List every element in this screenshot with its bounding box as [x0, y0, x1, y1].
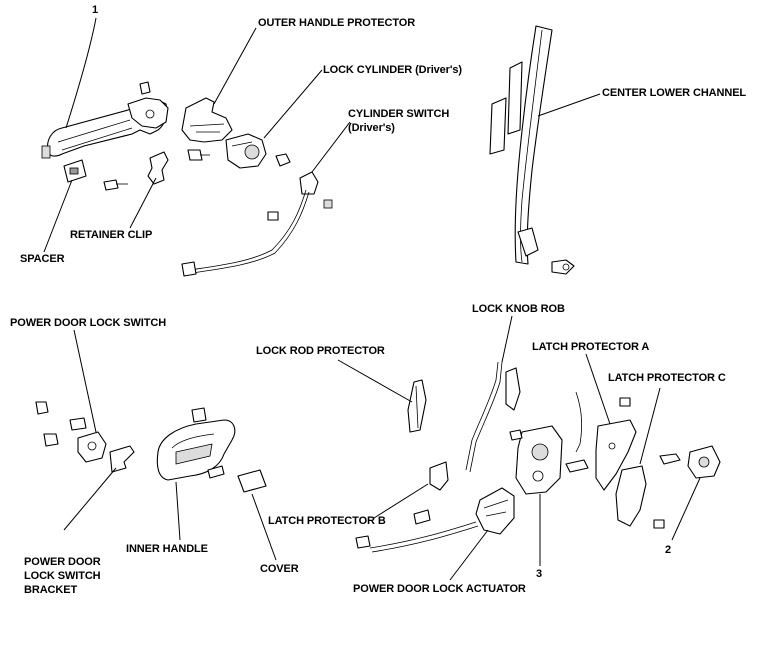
center-lower-channel-part	[489, 25, 575, 275]
labels: 1 OUTER HANDLE PROTECTOR LOCK CYLINDER (…	[10, 4, 747, 596]
label-latch-protector-b: LATCH PROTECTOR B	[268, 515, 386, 527]
outer-door-handle	[41, 81, 169, 159]
inner-handle-part	[156, 407, 236, 481]
lock-rod-protector-part	[407, 379, 427, 433]
callout-3: 3	[536, 568, 542, 580]
label-outer-handle-protector: OUTER HANDLE PROTECTOR	[258, 17, 415, 29]
callout-1: 1	[92, 4, 98, 16]
label-center-lower-channel: CENTER LOWER CHANNEL	[602, 87, 746, 99]
power-door-lock-switch-bracket-part	[109, 445, 135, 473]
label-lock-rod-protector: LOCK ROD PROTECTOR	[256, 345, 385, 357]
latch-part	[509, 425, 589, 495]
lock-knob-rod-part	[465, 361, 521, 473]
label-retainer-clip: RETAINER CLIP	[70, 229, 152, 241]
retainer-clip-part	[147, 151, 169, 185]
cylinder-switch-part	[181, 171, 333, 277]
label-spacer: SPACER	[20, 253, 65, 265]
label-power-door-lock-switch: POWER DOOR LOCK SWITCH	[10, 317, 166, 329]
label-lock-knob-rob: LOCK KNOB ROB	[472, 303, 565, 315]
power-door-lock-switch-part	[35, 401, 107, 463]
callout-2: 2	[665, 544, 671, 556]
label-latch-protector-c: LATCH PROTECTOR C	[608, 372, 726, 384]
striker-part	[687, 445, 721, 479]
cover-part	[237, 469, 267, 493]
bolt-small-1	[103, 179, 128, 191]
power-door-lock-actuator-part	[355, 487, 515, 553]
label-cylinder-switch: CYLINDER SWITCH	[348, 108, 449, 120]
leader-lines	[43, 17, 701, 581]
label-power-door-lock-actuator: POWER DOOR LOCK ACTUATOR	[353, 583, 526, 595]
latch-protector-c-part	[615, 453, 681, 529]
outer-handle-protector-part	[181, 97, 233, 161]
label-lock-cylinder: LOCK CYLINDER (Driver's)	[323, 64, 462, 76]
lock-cylinder-part	[225, 133, 291, 169]
label-cover: COVER	[260, 563, 299, 575]
label-inner-handle: INNER HANDLE	[126, 543, 208, 555]
latch-protector-a-part	[575, 391, 637, 491]
label-cylinder-switch-drivers: (Driver's)	[348, 122, 395, 134]
latch-protector-b-part	[413, 461, 449, 525]
spacer-part	[63, 159, 87, 183]
label-pdl-switch-bracket-line3: BRACKET	[24, 584, 77, 596]
label-pdl-switch-bracket-line1: POWER DOOR	[24, 556, 101, 568]
label-latch-protector-a: LATCH PROTECTOR A	[532, 341, 649, 353]
label-pdl-switch-bracket-line2: LOCK SWITCH	[24, 570, 101, 582]
